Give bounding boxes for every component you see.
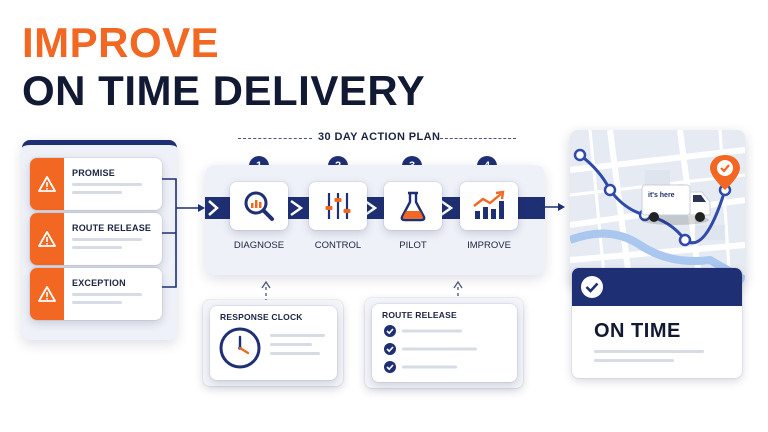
alert-label: EXCEPTION <box>72 278 126 288</box>
checklist-icon <box>384 325 477 373</box>
alert-label: ROUTE RELEASE <box>72 223 152 233</box>
step-label-control: CONTROL <box>314 240 362 251</box>
step-label-pilot: PILOT <box>399 240 427 251</box>
title-on-time-delivery: ON TIME DELIVERY <box>22 67 426 114</box>
plan-title: 30 DAY ACTION PLAN <box>318 131 441 143</box>
text-placeholder-line <box>594 350 704 353</box>
response-clock-card: RESPONSE CLOCK <box>210 306 337 380</box>
route-release-card: ROUTE RELEASE <box>372 304 517 382</box>
title-improve: IMPROVE <box>22 19 220 66</box>
text-placeholder-line <box>72 293 142 296</box>
plan-title-dash-left <box>238 138 312 139</box>
clock-connector <box>261 280 271 308</box>
alert-card-promise: PROMISE <box>30 158 162 210</box>
trend-up-icon <box>473 190 505 219</box>
response-clock-label: RESPONSE CLOCK <box>220 312 303 322</box>
step-card-diagnose <box>230 182 288 230</box>
sliders-icon <box>325 193 351 219</box>
text-placeholder-line <box>72 238 142 241</box>
step-card-improve <box>460 182 518 230</box>
map-pin-check-icon <box>710 155 740 190</box>
on-time-label: ON TIME <box>594 320 681 342</box>
step-label-diagnose: DIAGNOSE <box>233 240 285 251</box>
text-placeholder-line <box>72 183 142 186</box>
route-release-connector <box>453 280 463 308</box>
alerts-bracket-connector <box>162 178 205 288</box>
warning-icon <box>30 213 64 265</box>
van-brand-text: it's here <box>648 192 675 199</box>
alert-card-route-release: ROUTE RELEASE <box>30 213 162 265</box>
text-placeholder-line <box>594 359 674 362</box>
route-release-label: ROUTE RELEASE <box>382 310 457 320</box>
warning-icon <box>30 158 64 210</box>
step-card-pilot <box>384 182 442 230</box>
text-placeholder-line <box>270 334 325 337</box>
text-placeholder-line <box>72 191 122 194</box>
plan-title-dash-right <box>440 138 516 139</box>
text-placeholder-line <box>72 301 122 304</box>
warning-icon <box>30 268 64 320</box>
text-placeholder-line <box>270 343 312 346</box>
clock-icon <box>219 327 261 369</box>
alert-card-exception: EXCEPTION <box>30 268 162 320</box>
delivery-van-icon <box>641 184 711 225</box>
text-placeholder-line <box>270 352 320 355</box>
magnifier-chart-icon <box>244 191 274 221</box>
step-label-improve: IMPROVE <box>467 240 511 251</box>
van-brand-label: it's here <box>648 192 675 199</box>
check-circle-icon <box>581 276 603 298</box>
flask-icon <box>400 191 426 222</box>
alert-label: PROMISE <box>72 168 115 178</box>
route-map-graphic <box>570 130 745 285</box>
text-placeholder-line <box>72 246 122 249</box>
on-time-card: ON TIME <box>572 268 742 378</box>
delivery-map: it's here <box>570 130 745 285</box>
step-arrows <box>208 199 454 217</box>
plan-to-result-arrow <box>540 203 565 211</box>
step-card-control <box>309 182 367 230</box>
